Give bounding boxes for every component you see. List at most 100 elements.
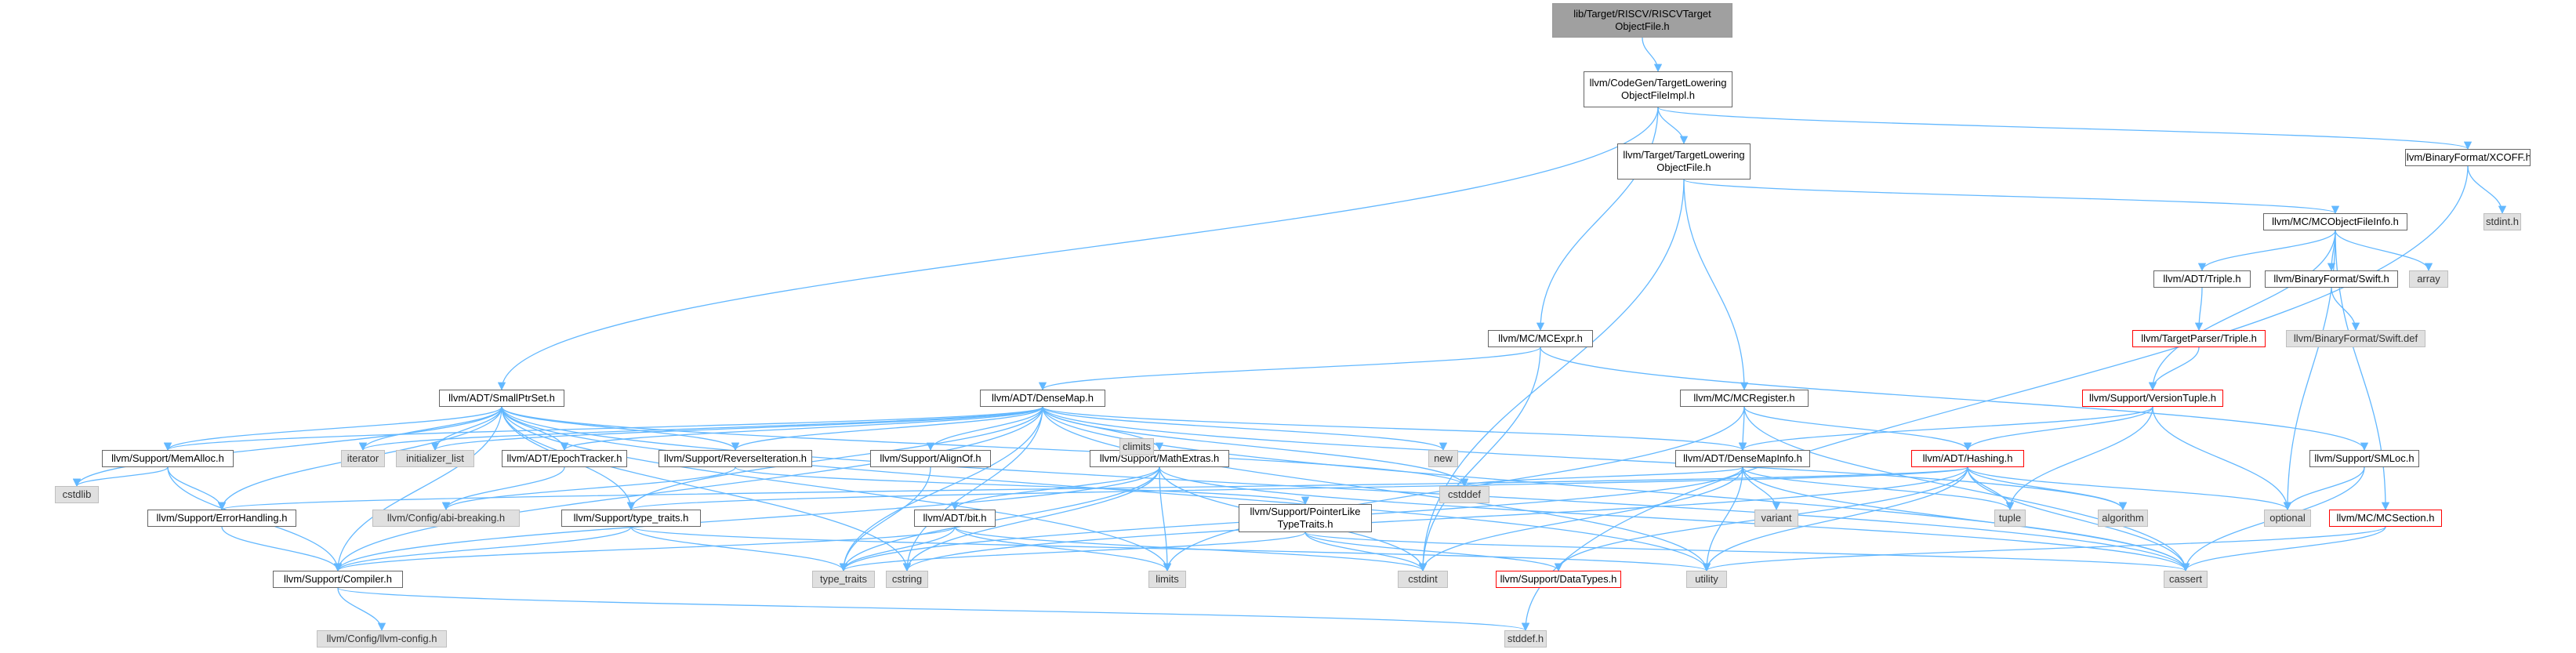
node-mcregister[interactable]: llvm/MC/MCRegister.h (1680, 390, 1809, 407)
edge-versiontuple-to-hashing (1963, 406, 2153, 452)
edge-densemap-to-initlist (431, 406, 1043, 452)
edge-densemap-to-epoch (561, 406, 1043, 452)
node-climits: climits (1119, 438, 1154, 455)
node-densemap[interactable]: llvm/ADT/DenseMap.h (980, 390, 1105, 407)
node-tptriple[interactable]: llvm/TargetParser/Triple.h (2132, 330, 2266, 347)
edge-mathextras-to-typetraits (839, 466, 1160, 572)
node-versiontuple[interactable]: llvm/Support/VersionTuple.h (2082, 390, 2223, 407)
edge-smallptrset-to-compiler (333, 406, 503, 572)
node-utility: utility (1686, 571, 1727, 588)
node-reverseiter[interactable]: llvm/Support/ReverseIteration.h (659, 450, 812, 467)
node-new: new (1428, 450, 1458, 467)
edge-densemap-to-iterator (359, 406, 1043, 452)
edge-mathextras-to-compiler (333, 466, 1160, 572)
node-bit[interactable]: llvm/ADT/bit.h (914, 510, 996, 527)
edge-compiler-to-llvmconfig (337, 587, 386, 632)
edge-smallptrset-to-cstddef (501, 406, 1468, 488)
edge-bit-to-limits (954, 526, 1172, 572)
edge-xcoff-to-stdinth (2467, 165, 2507, 215)
edge-bit-to-typetraits (839, 526, 956, 572)
edge-densemapinfo-to-cstddef (1460, 466, 1743, 488)
edge-epoch-to-abibreaking (441, 466, 565, 511)
edge-xcoff-to-stddefh (1521, 165, 2469, 632)
node-limits: limits (1148, 571, 1186, 588)
node-ptrliketraits[interactable]: llvm/Support/PointerLike TypeTraits.h (1239, 504, 1372, 532)
edge-memalloc-to-cstdlib (72, 466, 169, 488)
node-mathextras[interactable]: llvm/Support/MathExtras.h (1090, 450, 1229, 467)
edge-typetraitsh-to-typetraits (630, 526, 848, 572)
node-mcexpr[interactable]: llvm/MC/MCExpr.h (1488, 330, 1593, 347)
edge-densemap-to-typetraits (839, 406, 1043, 572)
node-swift[interactable]: llvm/BinaryFormat/Swift.h (2265, 270, 2398, 288)
node-iterator: iterator (341, 450, 385, 467)
edge-mathextras-to-cstring (902, 466, 1160, 572)
node-cstdint: cstdint (1398, 571, 1448, 588)
edge-densemap-to-memalloc (164, 406, 1043, 452)
node-epoch[interactable]: llvm/ADT/EpochTracker.h (502, 450, 627, 467)
edge-densemap-to-utility (1042, 406, 1711, 572)
node-alignof[interactable]: llvm/Support/AlignOf.h (870, 450, 991, 467)
edge-smallptrset-to-cstdlib (72, 406, 503, 488)
node-densemapinfo[interactable]: llvm/ADT/DenseMapInfo.h (1675, 450, 1810, 467)
node-tlofi[interactable]: llvm/CodeGen/TargetLowering ObjectFileIm… (1584, 71, 1732, 107)
edge-densemapinfo-to-variant (1742, 466, 1781, 511)
edge-typetraitsh-to-compiler (333, 526, 632, 572)
edge-mathextras-to-cassert (1159, 466, 2190, 572)
node-adttriple[interactable]: llvm/ADT/Triple.h (2153, 270, 2251, 288)
node-errorhandling[interactable]: llvm/Support/ErrorHandling.h (147, 510, 296, 527)
edge-densemap-to-compiler (333, 406, 1043, 572)
node-hashing[interactable]: llvm/ADT/Hashing.h (1911, 450, 2024, 467)
edge-mcofi-to-array (2335, 230, 2433, 272)
node-xcoff[interactable]: llvm/BinaryFormat/XCOFF.h (2405, 149, 2531, 166)
node-memalloc[interactable]: llvm/Support/MemAlloc.h (102, 450, 234, 467)
edge-memalloc-to-errorhandling (167, 466, 227, 511)
node-root: lib/Target/RISCV/RISCVTarget ObjectFile.… (1552, 3, 1732, 38)
node-llvmconfig: llvm/Config/llvm-config.h (317, 630, 447, 648)
node-smloc[interactable]: llvm/Support/SMLoc.h (2309, 450, 2419, 467)
node-typetraitsh[interactable]: llvm/Support/type_traits.h (561, 510, 701, 527)
node-smallptrset[interactable]: llvm/ADT/SmallPtrSet.h (439, 390, 564, 407)
edge-densemap-to-alignof (926, 406, 1043, 452)
node-mcofi[interactable]: llvm/MC/MCObjectFileInfo.h (2263, 213, 2407, 230)
edge-compiler-to-stddefh (337, 587, 1529, 632)
edge-mcregister-to-hashing (1743, 406, 1972, 452)
edge-hashing-to-algorithm (1967, 466, 2128, 511)
edge-densemapinfo-to-tuple (1742, 466, 2015, 511)
node-datatypes[interactable]: llvm/Support/DataTypes.h (1496, 571, 1621, 588)
node-variant: variant (1754, 510, 1798, 527)
edge-tlofi-to-smallptrset (497, 107, 1659, 391)
edge-tlofi-to-mcexpr (1536, 107, 1659, 332)
node-stdinth: stdint.h (2483, 213, 2521, 230)
node-cassert: cassert (2164, 571, 2208, 588)
edge-mcexpr-to-cstdint (1418, 346, 1541, 572)
edge-hashing-to-typetraitsh (627, 466, 1968, 511)
edge-densemap-to-typetraitsh (626, 406, 1043, 511)
edge-versiontuple-to-densemapinfo (1738, 406, 2153, 452)
edge-tptriple-to-versiontuple (2148, 346, 2200, 391)
node-cstddef: cstddef (1439, 486, 1489, 503)
node-tlof[interactable]: llvm/Target/TargetLowering ObjectFile.h (1617, 143, 1751, 180)
node-abibreaking: llvm/Config/abi-breaking.h (372, 510, 520, 527)
edge-tlofi-to-xcoff (1657, 107, 2472, 151)
edge-mathextras-to-limits (1159, 466, 1172, 572)
edge-adttriple-to-tptriple (2194, 287, 2204, 332)
node-cstring: cstring (886, 571, 928, 588)
edge-densemap-to-cassert (1042, 406, 2190, 572)
edge-mcofi-to-versiontuple (2148, 230, 2336, 391)
edge-mcregister-to-densemapinfo (1738, 406, 1747, 452)
edge-mcsection-to-cassert (2181, 526, 2386, 572)
node-array: array (2409, 270, 2448, 288)
edge-ptrliketraits-to-typetraits (840, 531, 1306, 572)
edge-densemap-to-densemapinfo (1042, 406, 1747, 452)
node-mcsection[interactable]: llvm/MC/MCSection.h (2329, 510, 2442, 527)
edge-mcsection-to-utility (1703, 526, 2386, 572)
edge-densemap-to-algorithm (1042, 406, 2127, 511)
edge-versiontuple-to-tuple (2005, 406, 2153, 511)
node-tuple: tuple (1994, 510, 2026, 527)
node-compiler[interactable]: llvm/Support/Compiler.h (273, 571, 403, 588)
edge-densemap-to-cstddef (1042, 406, 1469, 488)
node-algorithm: algorithm (2098, 510, 2148, 527)
edge-smloc-to-optional (2283, 466, 2365, 511)
edge-smallptrset-to-initlist (430, 406, 503, 452)
